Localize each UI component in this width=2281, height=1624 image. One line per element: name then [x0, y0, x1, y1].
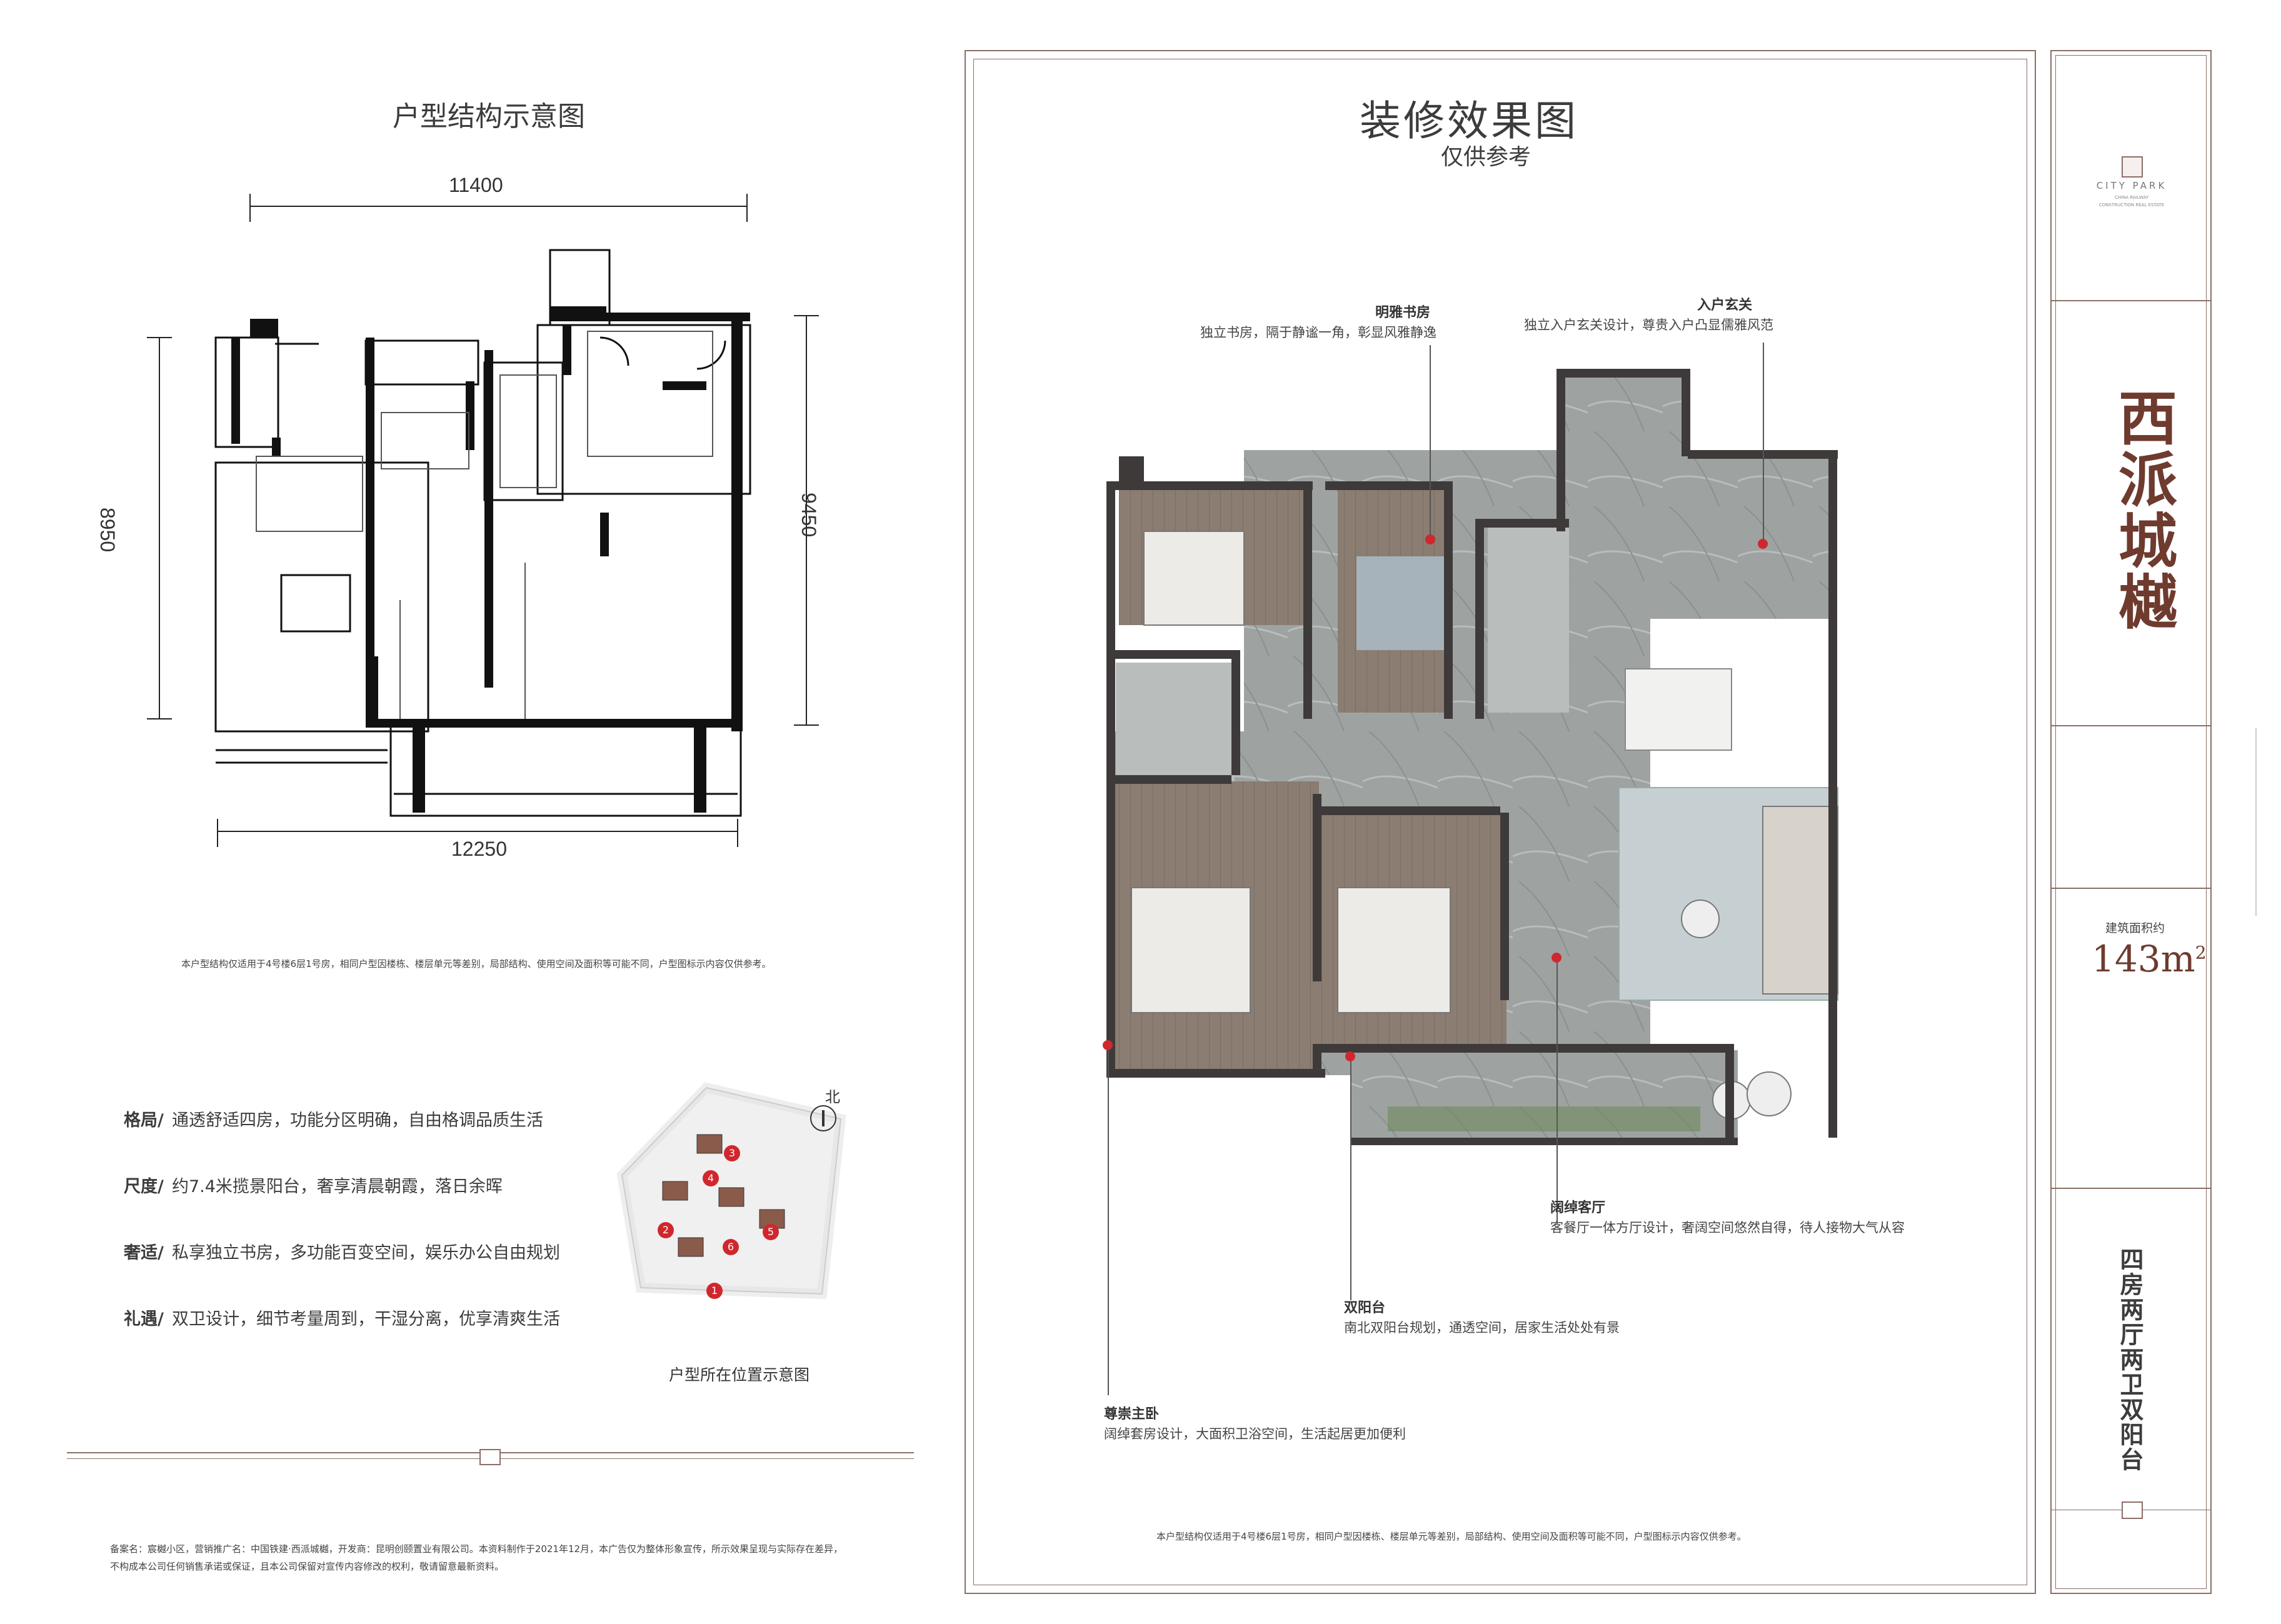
callout-line [1557, 961, 1558, 1224]
feature-item: 奢适/ 私享独立书房，多功能百变空间，娱乐办公自由规划 [124, 1214, 611, 1280]
feature-text: 通透舒适四房，功能分区明确，自由格调品质生活 [171, 1111, 543, 1130]
feature-item: 格局/ 通透舒适四房，功能分区明确，自由格调品质生活 [124, 1106, 611, 1148]
annotation-master-text: 阔绰套房设计，大面积卫浴空间，生活起居更加便利 [1104, 1426, 1406, 1441]
feature-item: 礼遇/ 双卫设计，细节考量周到，干湿分离，优享清爽生活 [124, 1280, 611, 1346]
right-inner-frame [2055, 55, 2207, 1589]
right-divider [2052, 1188, 2210, 1189]
right-divider [2052, 725, 2210, 726]
render-title: 装修效果图 [1360, 97, 1578, 145]
annotation-balcony-title: 双阳台 [1344, 1300, 1386, 1316]
feature-text: 私享独立书房，多功能百变空间，娱乐办公自由规划 [171, 1243, 560, 1263]
building-marker: 6 [723, 1239, 739, 1255]
brand-logo-text: CITY PARK [2096, 180, 2167, 191]
divider-ornament-icon [479, 1449, 501, 1465]
building-marker: 3 [724, 1145, 740, 1161]
annotation-entry-title: 入户玄关 [1697, 298, 1753, 313]
north-compass-icon [810, 1105, 836, 1131]
brand-seal-icon [2122, 156, 2143, 178]
layout-description: 四房两厅两卫双阳台 [2116, 1247, 2144, 1472]
annotation-living-title: 阔绰客厅 [1550, 1200, 1606, 1216]
annotation-study-text: 独立书房，隔于静谧一角，彰显风雅静逸 [1200, 325, 1436, 340]
structure-disclaimer: 本户型结构仅适用于4号楼6层1号房，相同户型因楼栋、楼层单元等差别，局部结构、使… [181, 958, 771, 970]
area-value: 143m2 [2092, 938, 2207, 980]
dim-bottom: 12250 [451, 838, 507, 860]
north-label: 北 [825, 1088, 840, 1106]
callout-dot [1758, 539, 1768, 549]
center-panel [965, 50, 2036, 1594]
annotation-master-title: 尊崇主卧 [1104, 1406, 1160, 1422]
site-plan-caption: 户型所在位置示意图 [669, 1366, 810, 1384]
callout-line [1763, 343, 1764, 549]
callout-dot [1425, 534, 1435, 544]
feature-label: 格局/ [124, 1111, 164, 1130]
center-inner-frame [973, 59, 2027, 1585]
callout-dot [1345, 1051, 1355, 1061]
feature-label: 尺度/ [124, 1177, 164, 1196]
right-divider [2052, 888, 2210, 889]
render-subtitle: 仅供参考 [1441, 144, 1532, 170]
annotation-study-title: 明雅书房 [1375, 305, 1431, 321]
dim-right: 9450 [798, 493, 820, 538]
annotation-entry-text: 独立入户玄关设计，尊贵入户凸显儒雅风范 [1524, 318, 1773, 333]
brand-logo-sub: CONSTRUCTION REAL ESTATE [2098, 203, 2165, 208]
right-divider [2052, 300, 2210, 301]
callout-line [1108, 1045, 1109, 1395]
feature-item: 尺度/ 约7.4米揽景阳台，奢享清晨朝霞，落日余晖 [124, 1148, 611, 1214]
callout-line [1430, 345, 1431, 542]
callout-line [1350, 1056, 1351, 1300]
annotation-balcony-text: 南北双阳台规划，通透空间，居家生活处处有景 [1344, 1320, 1620, 1335]
annotation-living-text: 客餐厅一体方厅设计，奢阔空间悠然自得，待人接物大气从容 [1550, 1220, 1905, 1235]
brand-logo-sub: CHINA RAILWAY [2114, 195, 2149, 200]
edge-mark [2255, 728, 2257, 916]
feature-text: 双卫设计，细节考量周到，干湿分离，优享清爽生活 [171, 1310, 560, 1329]
building-marker: 4 [703, 1170, 719, 1186]
feature-text: 约7.4米揽景阳台，奢享清晨朝霞，落日余晖 [171, 1177, 503, 1196]
feature-label: 礼遇/ [124, 1310, 164, 1329]
structure-floor-plan [147, 194, 819, 847]
render-disclaimer: 本户型结构仅适用于4号楼6层1号房，相同户型因楼栋、楼层单元等差别，局部结构、使… [1156, 1531, 1747, 1542]
dim-left: 8950 [96, 508, 119, 553]
building-marker: 1 [706, 1283, 723, 1299]
building-marker: 2 [658, 1222, 674, 1238]
feature-label: 奢适/ [124, 1243, 164, 1263]
area-label: 建筑面积约 [2105, 921, 2165, 935]
decorated-floor-plan [1106, 369, 1838, 1145]
feature-list: 格局/ 通透舒适四房，功能分区明确，自由格调品质生活 尺度/ 约7.4米揽景阳台… [124, 1106, 611, 1346]
callout-dot [1103, 1040, 1113, 1050]
structure-title: 户型结构示意图 [393, 101, 585, 133]
project-name: 西派城樾 [2108, 388, 2177, 633]
callout-dot [1552, 953, 1562, 963]
right-panel [2050, 50, 2212, 1594]
building-marker: 5 [763, 1224, 779, 1240]
footer-note: 备案名：宸樾小区，营销推广名：中国铁建·西派城樾，开发商：昆明创颐置业有限公司。… [110, 1543, 843, 1555]
footer-note: 不构成本公司任何销售承诺或保证，且本公司保留对宣传内容修改的权利，敬请留意最新资… [110, 1561, 504, 1572]
divider-ornament-icon [2122, 1501, 2143, 1519]
dim-top: 11400 [449, 174, 503, 196]
